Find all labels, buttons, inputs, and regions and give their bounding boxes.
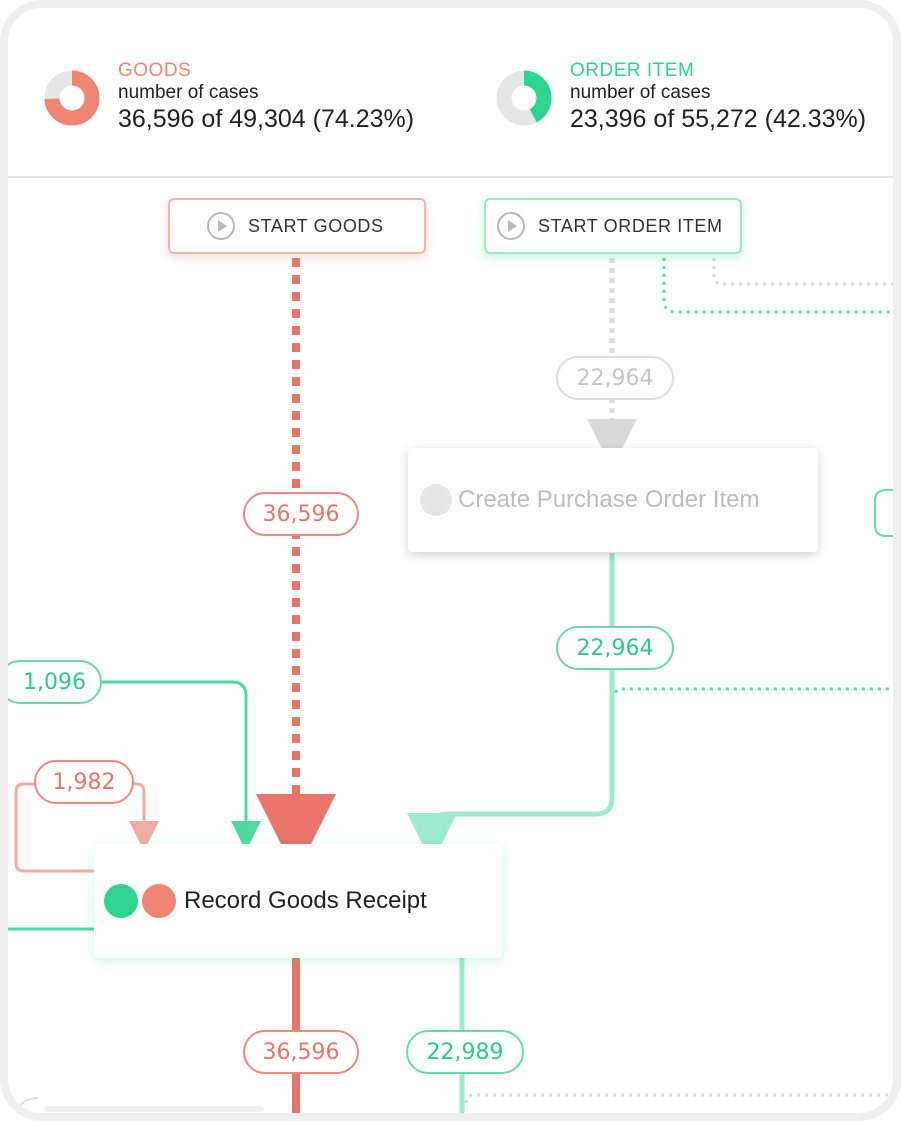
start-goods-node[interactable]: START GOODS: [168, 198, 426, 254]
order-item-kpi-value: 23,396 of 55,272 (42.33%): [570, 105, 867, 133]
activity-create-purchase-order-item[interactable]: Create Purchase Order Item: [408, 448, 818, 552]
edge-label-record-goods-out[interactable]: 36,596: [243, 1030, 359, 1074]
start-order-item-node[interactable]: START ORDER ITEM: [484, 198, 742, 254]
partial-offscreen-node-bottom: [17, 1097, 264, 1112]
edge-label-left-teal-in[interactable]: 1,096: [8, 660, 102, 704]
play-icon: [497, 212, 525, 240]
order-item-object-dot: [104, 884, 138, 918]
edge-left-teal-in[interactable]: [8, 680, 261, 851]
edge-label-record-order-out[interactable]: 22,989: [406, 1030, 524, 1074]
goods-donut-chart: [44, 70, 100, 126]
goods-kpi-title: GOODS: [118, 60, 192, 81]
edge-label-start-goods-to-record[interactable]: 36,596: [243, 492, 359, 536]
inactive-object-dot: [420, 484, 452, 516]
activity-create-po-label: Create Purchase Order Item: [458, 486, 760, 513]
edge-label-create-to-record[interactable]: 22,964: [556, 626, 674, 670]
object-kpi-header: GOODS number of cases 36,596 of 49,304 (…: [8, 8, 893, 178]
start-goods-label: START GOODS: [248, 215, 384, 236]
edge-create-to-record[interactable]: [407, 553, 893, 863]
edge-label-start-order-to-create[interactable]: 22,964: [556, 356, 674, 400]
activity-record-goods-receipt-label: Record Goods Receipt: [184, 887, 427, 914]
play-icon: [207, 212, 235, 240]
order-item-donut-chart: [496, 70, 552, 126]
edge-self-loop[interactable]: [14, 782, 159, 873]
partial-offscreen-node-right[interactable]: [874, 489, 893, 537]
start-order-item-label: START ORDER ITEM: [538, 215, 723, 236]
goods-kpi-subtitle: number of cases: [118, 82, 259, 103]
edge-label-self-loop[interactable]: 1,982: [34, 760, 134, 804]
goods-kpi-value: 36,596 of 49,304 (74.23%): [118, 105, 415, 133]
activity-record-goods-receipt[interactable]: Record Goods Receipt: [94, 844, 502, 958]
order-item-kpi-subtitle: number of cases: [570, 82, 711, 103]
edge-record-order-out[interactable]: [459, 958, 893, 1113]
order-item-kpi-title: ORDER ITEM: [570, 60, 695, 81]
process-graph-canvas[interactable]: START GOODS START ORDER ITEM Create Purc…: [8, 8, 893, 1113]
edge-start-order-dotted-out[interactable]: [662, 258, 893, 314]
goods-object-dot: [142, 884, 176, 918]
